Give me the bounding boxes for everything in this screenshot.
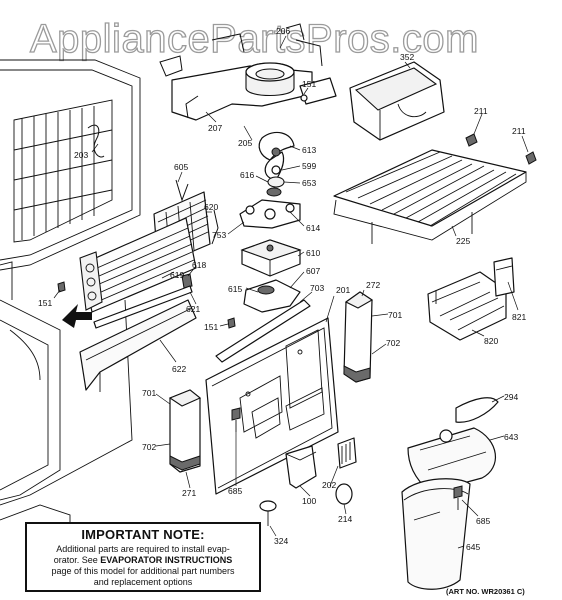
callout-206: 206 bbox=[276, 26, 290, 36]
watermark-text: AppliancePartsPros.com bbox=[30, 17, 479, 61]
part-820-icemaker[interactable] bbox=[427, 271, 507, 341]
part-653-bushing[interactable] bbox=[267, 176, 285, 188]
part-100-damper-housing[interactable] bbox=[285, 445, 317, 489]
callout-701: 701 bbox=[142, 388, 156, 398]
cabinet-outline bbox=[0, 59, 141, 530]
callout-203: 203 bbox=[74, 150, 88, 160]
part-645-dispenser-duct[interactable] bbox=[401, 478, 471, 590]
callout-100: 100 bbox=[302, 496, 316, 506]
part-685-screw-left[interactable] bbox=[231, 407, 241, 432]
callout-645: 645 bbox=[466, 542, 480, 552]
callout-352: 352 bbox=[400, 52, 414, 62]
callout-201: 201 bbox=[336, 285, 350, 295]
callout-151: 151 bbox=[38, 298, 52, 308]
part-685-screw-right[interactable] bbox=[453, 485, 463, 510]
leader-lines bbox=[53, 35, 529, 549]
callout-324: 324 bbox=[274, 536, 288, 546]
callout-294: 294 bbox=[504, 392, 518, 402]
part-151-screw-mid[interactable] bbox=[227, 317, 236, 329]
callout-616: 616 bbox=[240, 170, 254, 180]
callout-214: 214 bbox=[338, 514, 352, 524]
part-206-207-fan-shroud[interactable] bbox=[159, 23, 337, 121]
part-607-motor-mount[interactable] bbox=[243, 279, 301, 313]
note-body: Additional parts are required to install… bbox=[27, 544, 259, 588]
callout-599: 599 bbox=[302, 161, 316, 171]
note-title: IMPORTANT NOTE: bbox=[81, 527, 205, 542]
callout-653: 653 bbox=[302, 178, 316, 188]
part-211-shelf-clip-left[interactable] bbox=[465, 133, 478, 147]
part-225-wire-shelf[interactable] bbox=[333, 149, 527, 244]
part-701-702-air-duct-left[interactable] bbox=[168, 389, 202, 473]
note-line-2: orator. See EVAPORATOR INSTRUCTIONS bbox=[27, 555, 259, 566]
callout-620: 620 bbox=[204, 202, 218, 212]
callout-619: 619 bbox=[170, 270, 184, 280]
part-621-heater-rod[interactable] bbox=[93, 285, 193, 329]
evaporator-instructions-link[interactable]: EVAPORATOR INSTRUCTIONS bbox=[100, 555, 233, 565]
important-note-box: IMPORTANT NOTE: Additional parts are req… bbox=[25, 522, 261, 592]
callout-610: 610 bbox=[306, 248, 320, 258]
part-203-tube[interactable] bbox=[87, 124, 105, 158]
part-616-grommet[interactable] bbox=[266, 187, 282, 197]
callout-614: 614 bbox=[306, 223, 320, 233]
part-294-ice-deflector[interactable] bbox=[455, 397, 499, 423]
callout-701: 701 bbox=[388, 310, 402, 320]
part-272-air-duct-right[interactable] bbox=[343, 291, 374, 383]
callout-703: 703 bbox=[310, 283, 324, 293]
callout-202: 202 bbox=[322, 480, 336, 490]
callout-615: 615 bbox=[228, 284, 242, 294]
part-821-icemaker-bracket[interactable] bbox=[493, 257, 515, 297]
callout-702: 702 bbox=[386, 338, 400, 348]
callout-225: 225 bbox=[456, 236, 470, 246]
callout-613: 613 bbox=[302, 145, 316, 155]
callout-605: 605 bbox=[174, 162, 188, 172]
callout-151: 151 bbox=[204, 322, 218, 332]
part-352-ice-bin[interactable] bbox=[349, 61, 445, 141]
note-line-4: and replacement options bbox=[93, 577, 193, 587]
callout-211: 211 bbox=[512, 126, 526, 136]
arrow-indicator bbox=[62, 304, 92, 328]
callout-622: 622 bbox=[172, 364, 186, 374]
part-703-foam-strip[interactable] bbox=[215, 299, 311, 363]
art-number: (ART NO. WR20361 C) bbox=[446, 587, 525, 596]
callout-702: 702 bbox=[142, 442, 156, 452]
callout-685: 685 bbox=[228, 486, 242, 496]
note-line-2-text: orator. See bbox=[53, 555, 101, 565]
note-line-1: Additional parts are required to install… bbox=[56, 544, 230, 554]
callout-643: 643 bbox=[504, 432, 518, 442]
callout-820: 820 bbox=[484, 336, 498, 346]
part-643-dispenser-funnel[interactable] bbox=[407, 427, 497, 493]
callout-labels: 206 151 352 207 205 211 211 203 613 599 … bbox=[38, 26, 526, 552]
callout-207: 207 bbox=[208, 123, 222, 133]
callout-753: 753 bbox=[212, 230, 226, 240]
callout-211: 211 bbox=[474, 106, 488, 116]
callout-607: 607 bbox=[306, 266, 320, 276]
part-202-grille[interactable] bbox=[337, 437, 357, 469]
callout-272: 272 bbox=[366, 280, 380, 290]
callout-685: 685 bbox=[476, 516, 490, 526]
part-618-bracket[interactable] bbox=[181, 273, 193, 289]
callout-271: 271 bbox=[182, 488, 196, 498]
part-622-drain-trough[interactable] bbox=[79, 299, 197, 392]
callout-621: 621 bbox=[186, 304, 200, 314]
part-619-defrost-heater[interactable] bbox=[79, 217, 197, 313]
part-214-cap[interactable] bbox=[335, 483, 353, 505]
callout-618: 618 bbox=[192, 260, 206, 270]
part-614-753-motor-bracket[interactable] bbox=[239, 199, 301, 229]
callout-151: 151 bbox=[302, 79, 316, 89]
callout-821: 821 bbox=[512, 312, 526, 322]
part-201-evaporator-cover[interactable] bbox=[205, 317, 339, 495]
part-599-washer[interactable] bbox=[271, 165, 281, 175]
part-610-evaporator-fan-motor[interactable] bbox=[240, 239, 302, 277]
part-151-screw-left[interactable] bbox=[57, 281, 66, 293]
callout-205: 205 bbox=[238, 138, 252, 148]
part-211-shelf-clip-right[interactable] bbox=[525, 151, 537, 165]
part-324-thermostat-knob[interactable] bbox=[259, 500, 277, 526]
note-line-3: page of this model for additional part n… bbox=[51, 566, 235, 576]
